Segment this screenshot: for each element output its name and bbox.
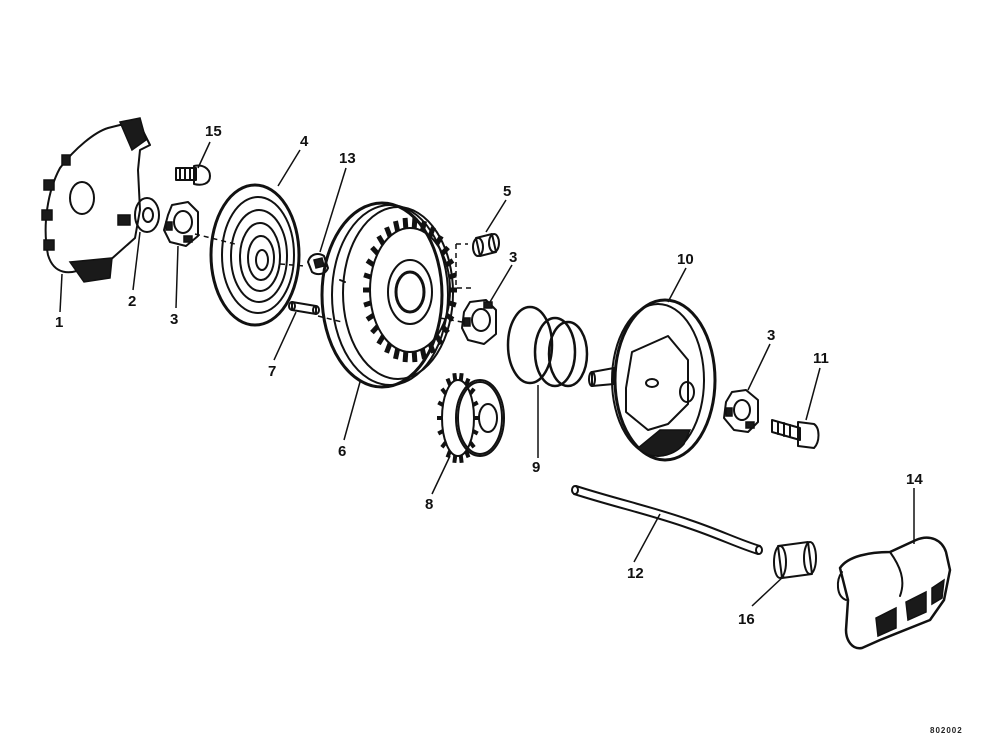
part-8-starter-gear [437, 372, 505, 464]
gear-tooth [363, 272, 372, 280]
gear-tooth [419, 220, 427, 232]
gear-tooth [393, 348, 401, 360]
part-15-screw [175, 164, 211, 186]
callout-6: 6 [338, 443, 346, 460]
callout-7: 7 [268, 363, 276, 380]
callout-4: 4 [300, 133, 309, 150]
gear-tooth [440, 324, 450, 335]
callout-2: 2 [128, 293, 136, 310]
gear-tooth [370, 245, 380, 256]
part-2-washer [134, 197, 160, 233]
part-3-nut-a [163, 201, 199, 247]
gear-tooth [411, 217, 418, 229]
assembly-axes [194, 233, 472, 323]
gear-tooth [376, 334, 386, 346]
callout-12: 12 [627, 565, 644, 582]
part-9-springs [506, 305, 589, 388]
gear-tooth [365, 313, 375, 322]
callout-1: 1 [55, 314, 63, 331]
part-12-starter-rope [571, 485, 763, 555]
gear-tooth [376, 234, 386, 246]
gear-tooth [384, 342, 393, 354]
gear-tooth [452, 455, 458, 464]
leader-lines [59, 141, 915, 607]
callout-labels: 1 2 3 4 5 3 6 7 8 9 10 3 11 12 13 14 15 … [55, 123, 923, 628]
gear-tooth [452, 372, 458, 381]
part-3-nut-b [461, 299, 497, 345]
callout-14: 14 [906, 471, 923, 488]
gear-tooth [363, 300, 372, 308]
part-1-cover-plate [41, 117, 151, 283]
part-10-housing [588, 298, 717, 462]
callout-15: 15 [205, 123, 222, 140]
gear-tooth [445, 313, 455, 322]
callout-3c: 3 [767, 327, 775, 344]
gear-tooth [440, 245, 450, 256]
gear-tooth [445, 258, 455, 267]
gear-tooth [427, 342, 436, 354]
gear-tooth [448, 300, 457, 308]
gear-tooth [448, 272, 457, 280]
gear-tooth [365, 258, 375, 267]
gear-tooth [402, 351, 409, 363]
part-6-pulley-gear [320, 201, 457, 389]
gear-tooth [411, 351, 418, 363]
callout-9: 9 [532, 459, 540, 476]
pulley-gear-teeth [363, 217, 457, 363]
part-14-starter-handle [836, 536, 952, 650]
gear-tooth [370, 324, 380, 335]
part-3-nut-c [723, 389, 759, 433]
gear-tooth [427, 226, 436, 238]
gear-tooth [419, 348, 427, 360]
gear-tooth [434, 334, 444, 346]
gear-tooth [434, 234, 444, 246]
gear-tooth [458, 372, 464, 381]
gear-tooth [458, 455, 464, 464]
gear-tooth [402, 217, 409, 229]
callout-16: 16 [738, 611, 755, 628]
callout-13: 13 [339, 150, 356, 167]
callout-11: 11 [813, 350, 829, 367]
callout-8: 8 [425, 496, 433, 513]
part-7-pin [288, 301, 320, 315]
part-4-recoil-spring [209, 183, 301, 327]
part-5-bushing [472, 233, 500, 257]
part-11-bolt [771, 419, 820, 449]
drawing-code: 802002 [930, 726, 963, 735]
callout-5: 5 [503, 183, 511, 200]
gear-tooth [393, 220, 401, 232]
callout-3b: 3 [509, 249, 517, 266]
callout-3a: 3 [170, 311, 178, 328]
gear-tooth [384, 226, 393, 238]
part-13-pawl [307, 253, 329, 276]
callout-10: 10 [677, 251, 694, 268]
part-16-rope-bushing [773, 541, 817, 579]
